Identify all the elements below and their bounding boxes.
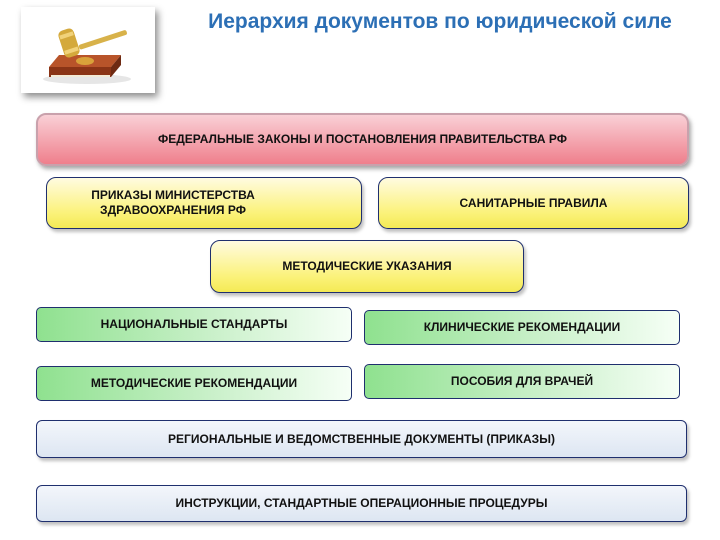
- level-sanitary-rules: САНИТАРНЫЕ ПРАВИЛА: [378, 177, 689, 229]
- level-clinical-recommendations: КЛИНИЧЕСКИЕ РЕКОМЕНДАЦИИ: [364, 310, 680, 345]
- level-national-standards: НАЦИОНАЛЬНЫЕ СТАНДАРТЫ: [36, 307, 352, 342]
- level-instructions-sop: ИНСТРУКЦИИ, СТАНДАРТНЫЕ ОПЕРАЦИОННЫЕ ПРО…: [36, 485, 687, 522]
- level-federal-laws: ФЕДЕРАЛЬНЫЕ ЗАКОНЫ И ПОСТАНОВЛЕНИЯ ПРАВИ…: [36, 113, 689, 166]
- gavel-book-icon: [21, 7, 155, 93]
- level-regional-documents: РЕГИОНАЛЬНЫЕ И ВЕДОМСТВЕННЫЕ ДОКУМЕНТЫ (…: [36, 420, 687, 458]
- page-title: Иерархия документов по юридической силе: [208, 10, 672, 33]
- level-methodical-instructions: МЕТОДИЧЕСКИЕ УКАЗАНИЯ: [210, 240, 524, 293]
- level-doctor-manuals: ПОСОБИЯ ДЛЯ ВРАЧЕЙ: [364, 364, 680, 399]
- level-ministry-orders: ПРИКАЗЫ МИНИСТЕРСТВА ЗДРАВООХРАНЕНИЯ РФ: [46, 177, 362, 229]
- level-methodical-recommendations: МЕТОДИЧЕСКИЕ РЕКОМЕНДАЦИИ: [36, 366, 352, 401]
